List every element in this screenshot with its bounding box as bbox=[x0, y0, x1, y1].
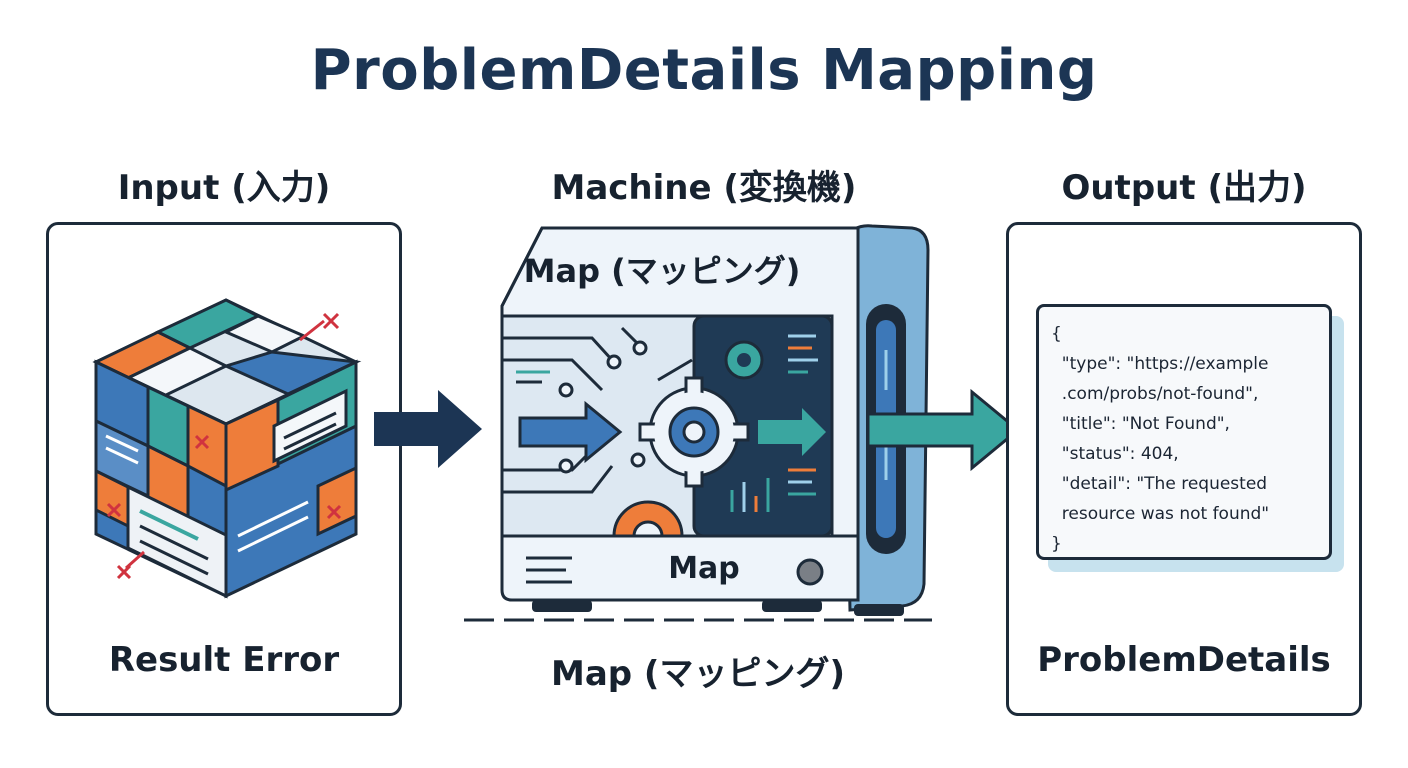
mapping-machine: Map (マッピング) Map bbox=[464, 224, 932, 622]
output-caption: ProblemDetails bbox=[1037, 640, 1331, 680]
arrow-right-icon bbox=[518, 400, 623, 464]
error-cube-illustration bbox=[92, 298, 362, 599]
json-line: .com/probs/not-found", bbox=[1051, 384, 1259, 404]
json-line: "type": "https://example bbox=[1051, 354, 1269, 374]
json-line: "detail": "The requested bbox=[1051, 474, 1268, 494]
json-line: "status": 404, bbox=[1051, 444, 1179, 464]
machine-panel-label: Map (マッピング) bbox=[524, 252, 801, 290]
machine-base-label: Map bbox=[668, 551, 740, 586]
arrow-right-icon bbox=[868, 388, 1021, 472]
arrow-right-icon bbox=[374, 390, 482, 468]
gear-icon bbox=[612, 500, 684, 537]
problem-details-json: { "type": "https://example .com/probs/no… bbox=[1036, 304, 1332, 560]
error-x-icon bbox=[106, 502, 122, 518]
json-line: } bbox=[1051, 534, 1062, 554]
input-heading: Input (入力) bbox=[117, 168, 331, 208]
machine-bottom-label: Map (マッピング) bbox=[550, 654, 846, 694]
json-line: resource was not found" bbox=[1051, 504, 1270, 524]
json-line: { bbox=[1051, 324, 1062, 344]
input-caption: Result Error bbox=[108, 640, 340, 680]
arrow-right-icon bbox=[758, 408, 826, 456]
error-x-icon bbox=[326, 504, 342, 520]
error-x-icon bbox=[116, 550, 145, 580]
machine-heading: Machine (変換機) bbox=[551, 168, 857, 208]
diagram-title: ProblemDetails Mapping bbox=[310, 38, 1098, 103]
error-x-icon bbox=[299, 312, 340, 342]
gear-icon bbox=[638, 376, 750, 488]
error-x-icon bbox=[194, 434, 210, 450]
json-line: "title": "Not Found", bbox=[1051, 414, 1230, 434]
gear-icon bbox=[724, 340, 764, 380]
output-heading: Output (出力) bbox=[1061, 168, 1307, 208]
